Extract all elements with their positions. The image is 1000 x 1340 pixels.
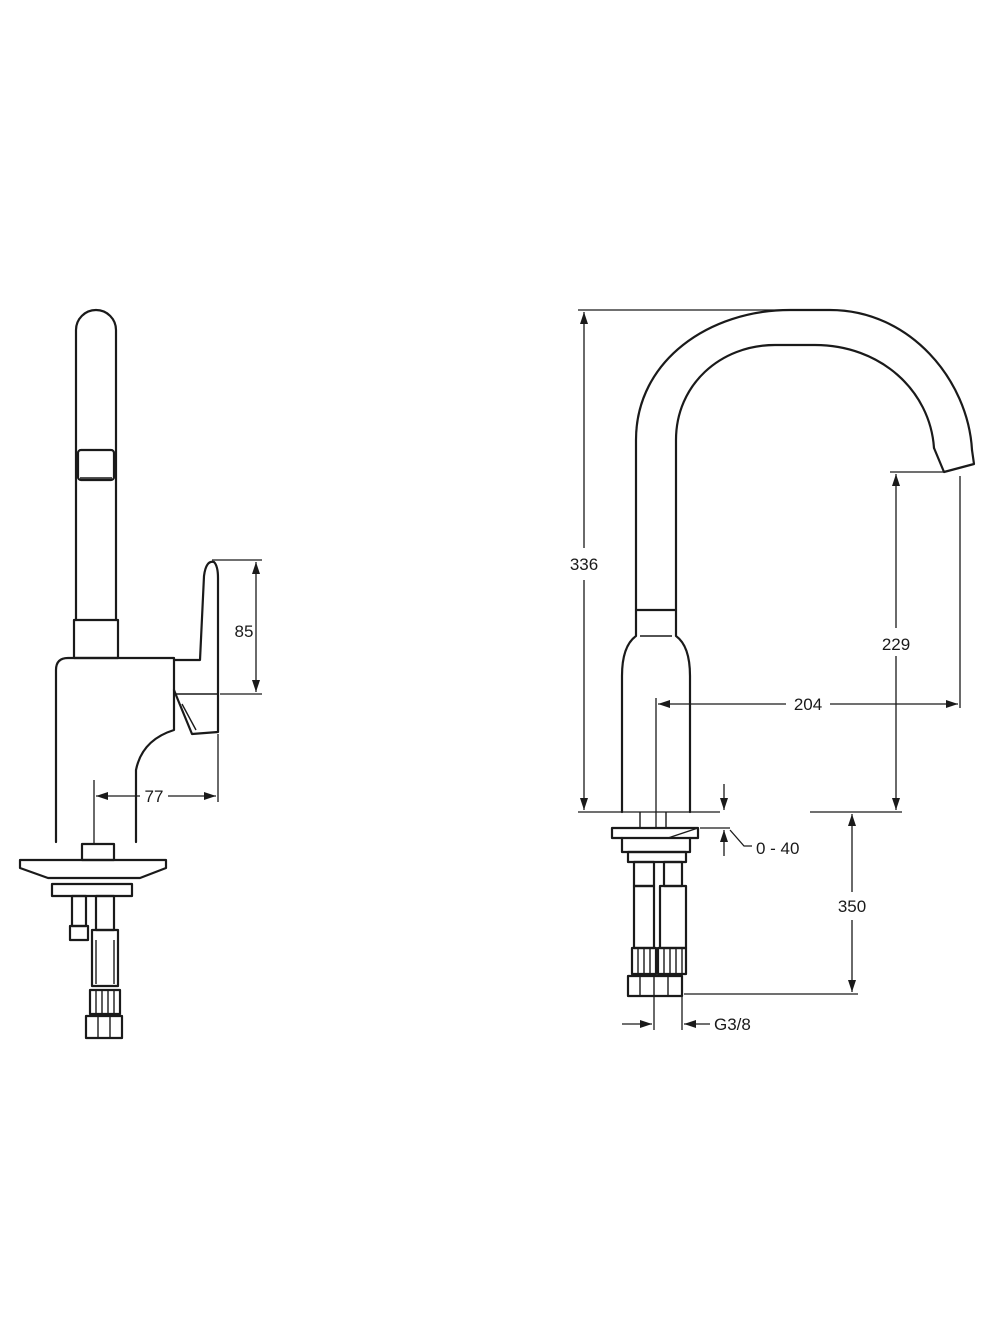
front-hose-left	[632, 860, 656, 888]
front-view	[610, 308, 976, 998]
front-base-plate	[610, 826, 700, 840]
dim-spout-clearance	[810, 471, 944, 813]
label-spout-reach: 204	[794, 695, 822, 714]
label-spout-clearance: 229	[882, 635, 910, 654]
side-hose-left	[70, 894, 88, 928]
side-view	[18, 308, 220, 1040]
front-body	[620, 608, 692, 814]
label-total-height: 336	[570, 555, 598, 574]
dim-lever-height	[212, 559, 262, 695]
side-hose-nut	[88, 988, 122, 1016]
dim-worktop-thickness	[700, 784, 752, 856]
side-hose-right	[94, 894, 116, 932]
dim-hose-length	[684, 814, 858, 995]
label-lever-height: 85	[235, 622, 254, 641]
dim-connection-thread	[622, 996, 710, 1030]
label-hose-length: 350	[838, 897, 866, 916]
dim-spout-reach	[655, 476, 961, 828]
label-lever-offset: 77	[145, 787, 164, 806]
front-spout-inner	[674, 343, 936, 612]
label-worktop-thickness: 0 - 40	[756, 839, 799, 858]
side-spout-tube	[74, 308, 118, 622]
side-aerator	[76, 448, 116, 482]
dim-total-height	[578, 309, 790, 813]
front-spout-tip	[932, 446, 976, 474]
side-body	[54, 656, 176, 844]
front-hose-nuts	[626, 974, 684, 998]
dim-lever-offset	[93, 734, 219, 844]
side-base-plate	[18, 858, 168, 880]
side-collar	[72, 618, 120, 660]
front-hose-right	[662, 860, 684, 888]
side-lever	[172, 560, 220, 736]
front-spout-outer	[634, 308, 974, 612]
label-connection-thread: G3/8	[714, 1015, 751, 1034]
